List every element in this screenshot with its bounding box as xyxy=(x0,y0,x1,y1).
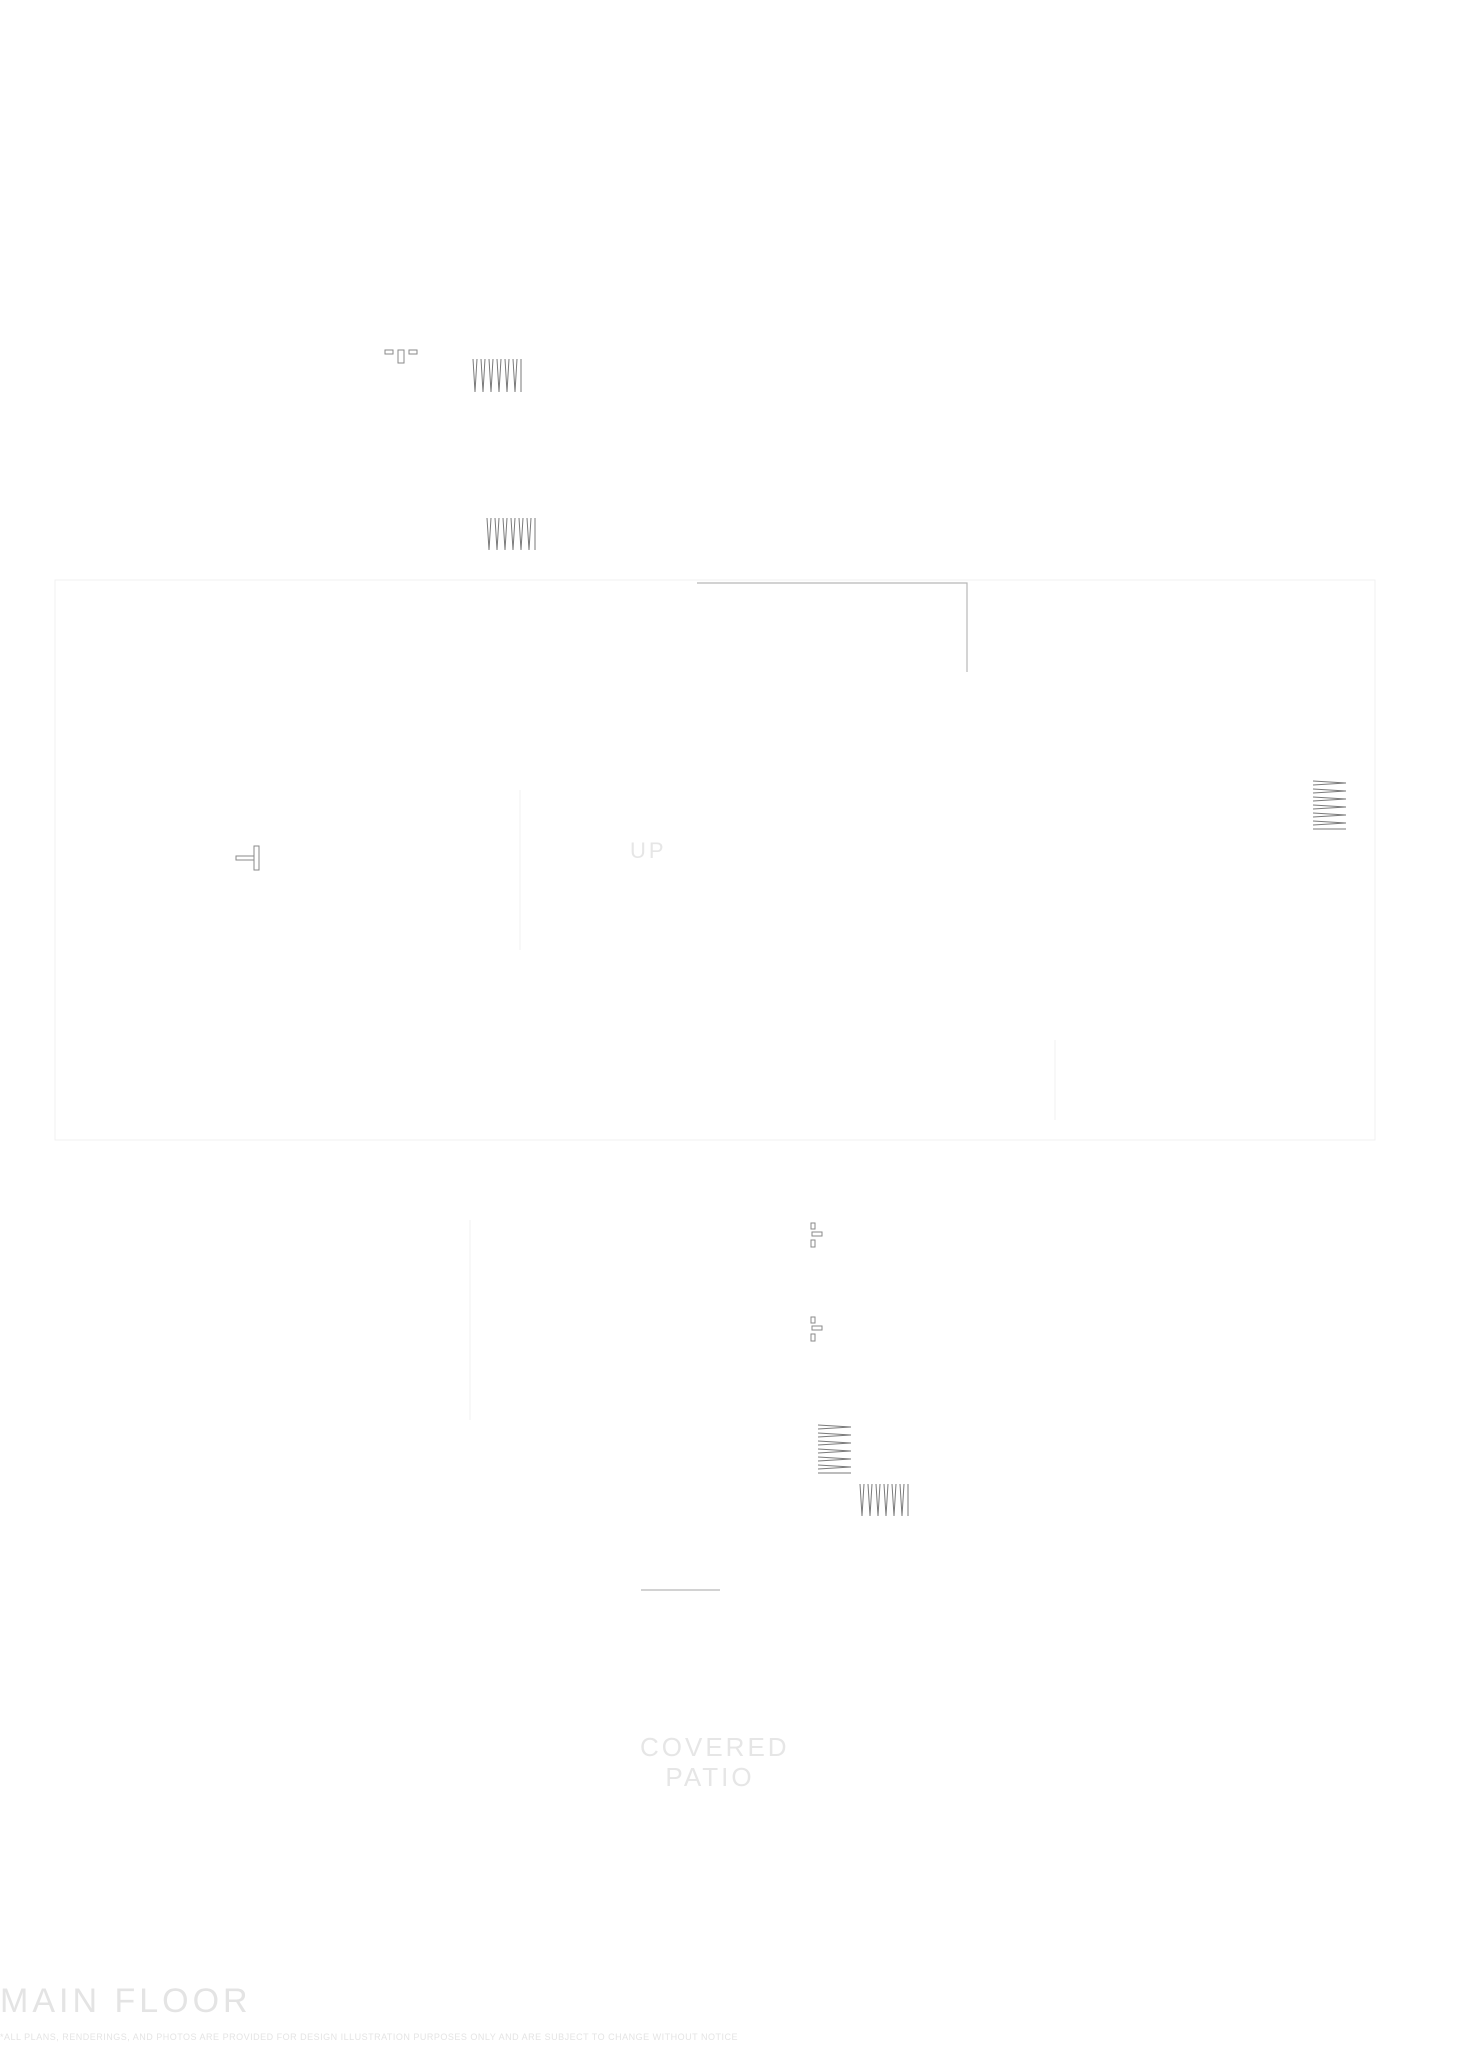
covered-patio-label: COVERED PATIO xyxy=(640,1732,790,1792)
faucet-icon xyxy=(384,349,418,364)
wall-corner xyxy=(697,582,968,672)
door-hardware-icon xyxy=(810,1222,823,1248)
disclaimer-text: *ALL PLANS, RENDERINGS, AND PHOTOS ARE P… xyxy=(0,2032,738,2042)
hatched-wall-icon xyxy=(486,517,536,551)
patio-label-line-1: COVERED xyxy=(640,1732,790,1762)
hatched-wall-icon xyxy=(472,358,522,393)
patio-label-line-2: PATIO xyxy=(665,1762,755,1792)
faint-walls xyxy=(54,579,1376,1420)
hatched-wall-icon xyxy=(1312,780,1347,830)
door-hardware-icon xyxy=(235,845,260,871)
plan-title: MAIN FLOOR xyxy=(0,1982,252,2020)
stairs-up-label: UP xyxy=(630,838,667,863)
door-hardware-icon xyxy=(810,1316,823,1342)
hatched-wall-icon xyxy=(817,1424,852,1474)
hatched-wall-icon xyxy=(859,1483,909,1517)
